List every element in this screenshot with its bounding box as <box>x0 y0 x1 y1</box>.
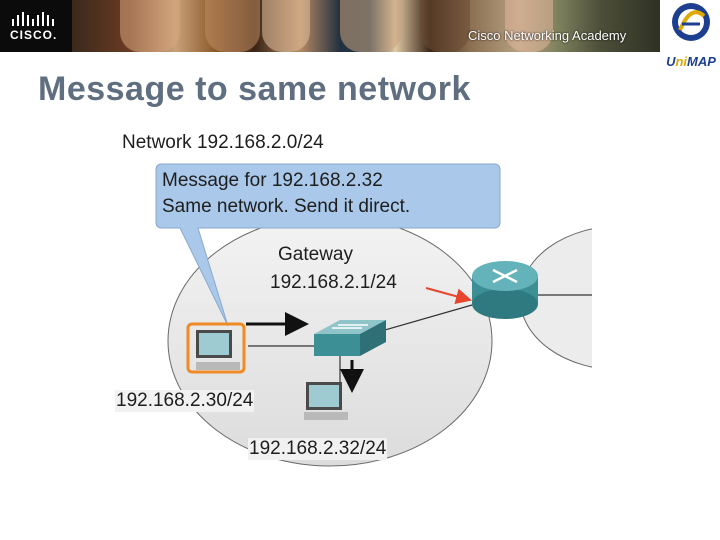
cisco-bars-icon <box>12 12 54 26</box>
pc-a-ip-label: 192.168.2.30/24 <box>115 390 255 412</box>
pc-b-ip-label: 192.168.2.32/24 <box>248 438 388 460</box>
gateway-ip-label: 192.168.2.1/24 <box>270 272 397 293</box>
network-label: Network 192.168.2.0/24 <box>122 132 324 153</box>
pc-b-icon <box>304 382 348 420</box>
banner-photo <box>262 0 310 52</box>
network-diagram: Network 192.168.2.0/24 Message for 192.1… <box>100 128 592 468</box>
cisco-logo: CISCO. <box>0 0 72 52</box>
link-switch-router <box>377 304 473 333</box>
header-banner: CISCO. Cisco Networking Academy <box>0 0 660 52</box>
pc-a-icon <box>186 322 246 374</box>
message-callout <box>155 163 501 327</box>
banner-photo <box>340 0 402 52</box>
page-title: Message to same network <box>38 70 471 108</box>
banner-photo <box>205 0 260 52</box>
banner-photo <box>120 0 180 52</box>
unimap-logo-icon <box>662 0 720 52</box>
callout-line-1: Message for 192.168.2.32 <box>162 170 383 191</box>
banner-photo <box>505 0 553 52</box>
callout-line-2: Same network. Send it direct. <box>162 196 411 217</box>
unimap-suffix: MAP <box>687 54 716 69</box>
unimap-mid: ni <box>675 54 688 69</box>
arrow-to-gateway <box>425 287 472 305</box>
academy-text: Cisco Networking Academy <box>468 28 627 43</box>
cisco-wordmark: CISCO. <box>10 28 58 42</box>
unimap-prefix: U <box>666 54 676 69</box>
switch-icon <box>314 320 386 356</box>
banner-photo <box>420 0 470 52</box>
callout-text: Message for 192.168.2.32 Same network. S… <box>162 168 410 220</box>
router-icon <box>472 261 538 319</box>
unimap-wordmark: UniMAP <box>662 54 720 69</box>
gateway-label: Gateway <box>278 244 353 265</box>
